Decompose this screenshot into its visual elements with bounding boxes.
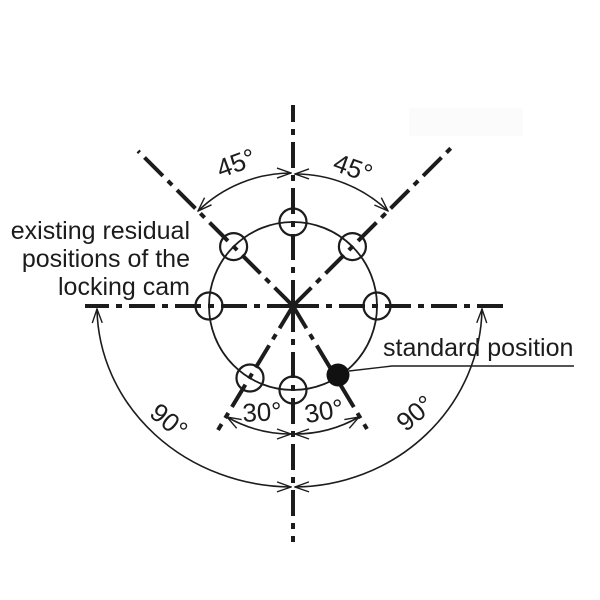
caption-line-3: locking cam (58, 273, 190, 301)
angle-label-45-left: 45° (212, 142, 259, 184)
caption-line-1: existing residual (10, 217, 190, 245)
standard-position-label: standard position (383, 334, 574, 362)
caption-line-2: positions of the (21, 245, 190, 273)
cam-position-bottom (278, 375, 308, 405)
arc-45-right (295, 174, 388, 211)
arc-45-left (198, 173, 291, 211)
cam-position-lower-left (235, 363, 265, 393)
arc-90-left (97, 309, 291, 487)
diagonal-45-upper-left (136, 149, 295, 308)
angle-label-30-left: 30° (242, 396, 283, 428)
standard-position-leader-line (348, 365, 574, 372)
angle-label-90-left: 90° (144, 397, 193, 445)
arc-90-right (295, 309, 482, 487)
residual-positions-caption: existing residual positions of the locki… (0, 217, 190, 301)
cam-position-left (194, 291, 224, 321)
cam-position-upper-right (337, 232, 367, 262)
angle-label-30-right: 30° (302, 393, 346, 429)
cam-position-upper-left (219, 232, 249, 262)
cam-position-right (362, 291, 392, 321)
angle-label-45-right: 45° (329, 147, 376, 189)
cam-position-top (278, 207, 308, 237)
standard-position-dot (326, 363, 350, 387)
pitch-circle (208, 221, 378, 391)
angle-label-90-right: 90° (390, 389, 439, 437)
watermark-area (409, 108, 523, 136)
diagonal-45-upper-right (291, 146, 453, 308)
